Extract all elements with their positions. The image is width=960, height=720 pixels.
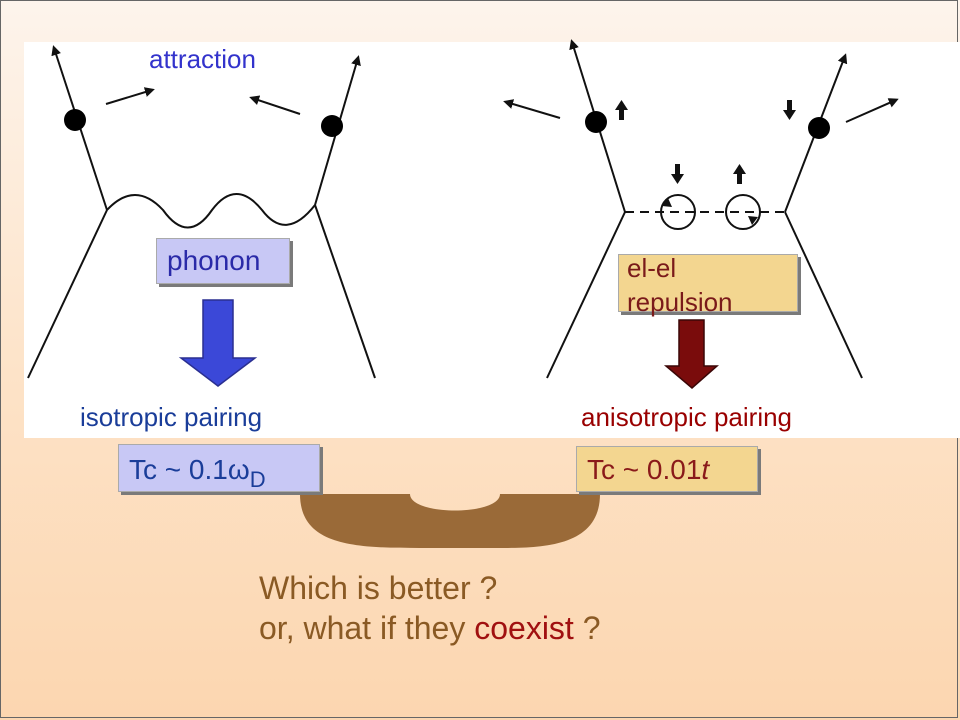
electron-dot-1 xyxy=(64,109,86,131)
left-outgoing-line-1 xyxy=(27,209,108,379)
red-down-arrow-icon xyxy=(663,319,719,389)
spin-up-icon xyxy=(615,100,628,120)
coexist-highlight: coexist xyxy=(474,610,574,646)
momentum-arrow-1 xyxy=(105,87,155,105)
right-diagram xyxy=(503,39,899,379)
phonon-box: phonon xyxy=(156,238,290,284)
tc-anisotropic-variable: t xyxy=(701,454,710,485)
right-outgoing-line-2 xyxy=(784,211,863,379)
spin-up-icon xyxy=(733,164,746,184)
tc-isotropic-formula: Tc ~ 0.1ωD xyxy=(129,454,266,492)
spin-loop-arrow-2 xyxy=(748,216,758,225)
question-line-2-prefix: or, what if they xyxy=(259,610,475,646)
question-line-1: Which is better ? xyxy=(259,570,498,606)
spin-loop-2 xyxy=(725,194,761,230)
tc-anisotropic-formula: Tc ~ 0.01t xyxy=(587,454,709,486)
question-line-2: or, what if they coexist ? xyxy=(259,608,601,648)
anisotropic-pairing-label: anisotropic pairing xyxy=(581,402,793,432)
left-diagram xyxy=(27,45,376,379)
tc-isotropic-box: Tc ~ 0.1ωD xyxy=(118,444,320,492)
spin-down-icon xyxy=(783,100,796,120)
attraction-label: attraction xyxy=(149,44,256,74)
isotropic-pairing-label: isotropic pairing xyxy=(80,402,263,432)
el-el-repulsion-box: el-el repulsion xyxy=(618,253,798,317)
tc-anisotropic-box: Tc ~ 0.01t xyxy=(576,446,758,492)
tc-isotropic-subscript: D xyxy=(249,467,266,492)
tc-isotropic-text: Tc ~ 0.1ω xyxy=(129,454,250,485)
question-line-2-suffix: ? xyxy=(573,610,601,646)
spin-loop-arrow-1 xyxy=(662,198,672,207)
momentum-arrow-2 xyxy=(249,95,301,115)
electron-dot-4 xyxy=(808,117,830,139)
bridge-connector xyxy=(300,494,600,548)
spin-down-icon xyxy=(671,164,684,184)
electron-dot-3 xyxy=(585,111,607,133)
question-text: Which is better ? or, what if they coexi… xyxy=(259,568,601,648)
electron-dot-2 xyxy=(321,115,343,137)
right-outgoing-line-1 xyxy=(546,211,626,379)
el-el-repulsion-label: el-el repulsion xyxy=(627,253,733,317)
momentum-arrow-4 xyxy=(845,98,899,123)
tc-anisotropic-text: Tc ~ 0.01 xyxy=(587,454,702,485)
momentum-arrow-3 xyxy=(503,99,561,119)
blue-down-arrow-icon xyxy=(178,299,258,387)
left-outgoing-line-2 xyxy=(314,204,376,379)
phonon-label: phonon xyxy=(167,245,261,276)
phonon-wavy-line xyxy=(106,193,316,229)
spin-loop-1 xyxy=(660,194,696,230)
